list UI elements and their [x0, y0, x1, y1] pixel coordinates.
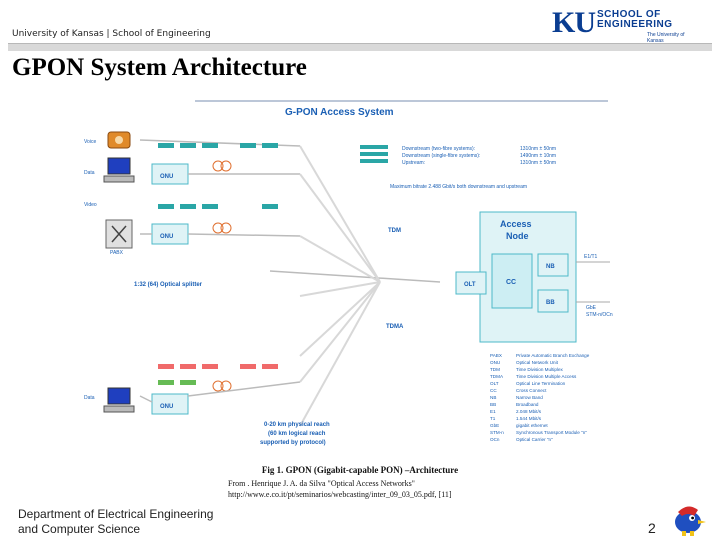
header-breadcrumb: University of Kansas | School of Enginee… — [12, 29, 211, 39]
legend-desc: Cross Connect — [516, 388, 547, 393]
source-line-2: http://www.e.co.it/pt/seminarios/webcast… — [228, 490, 452, 499]
cc-box: CC — [491, 253, 533, 309]
legend-abbr: OCn — [490, 437, 500, 442]
abbreviation-legend: PABX Private Automatic Branch Exchange ON… — [490, 353, 590, 442]
reach-label-2: (60 km logical reach — [268, 431, 326, 437]
logo-line-1: SCHOOL OF — [597, 9, 661, 20]
legend-abbr: TDM — [490, 367, 500, 372]
legend-abbr: PABX — [490, 353, 502, 358]
computer-icon — [103, 157, 135, 183]
logo-mark: KU — [552, 6, 596, 39]
legend-desc: Optical Line Termination — [516, 381, 566, 386]
header-divider — [8, 43, 712, 51]
legend-abbr: BB — [490, 402, 496, 407]
client-label-video: Video — [84, 202, 97, 208]
telephone-icon — [107, 131, 131, 149]
wavelength-name-1: Downstream (two-fibre systems): — [402, 146, 475, 152]
client-label-voice: Voice — [84, 139, 96, 145]
olt-box: OLT — [455, 271, 487, 295]
access-node-label-2: Node — [506, 231, 529, 241]
wavelength-panel: Downstream (two-fibre systems): Downstre… — [360, 145, 556, 190]
tdma-label: TDMA — [386, 324, 404, 330]
onu-label-2: ONU — [160, 234, 173, 240]
bitrate-note: Maximum bitrate 2.488 Gbit/s both downst… — [390, 184, 527, 190]
legend-abbr: ONU — [490, 360, 500, 365]
green-markers — [158, 380, 196, 385]
jayhawk-mascot-icon — [675, 506, 706, 536]
footer-line-2: and Computer Science — [18, 522, 141, 536]
legend-abbr: STM-n — [490, 430, 504, 435]
tdm-label: TDM — [388, 228, 401, 234]
slide-title: GPON System Architecture — [12, 54, 307, 81]
onu-box-2: ONU — [151, 223, 189, 245]
upstream-markers — [158, 364, 278, 369]
gbe-label-1: GbE — [586, 305, 597, 311]
splitter-fan — [299, 145, 381, 427]
reach-label-3: supported by protocol) — [260, 440, 326, 446]
figure-caption: Fig 1. GPON (Gigabit-capable PON) –Archi… — [261, 465, 459, 475]
legend-desc: Synchronous Transport Module "n" — [516, 430, 587, 435]
ku-engineering-logo: KU SCHOOL OF ENGINEERING The University … — [552, 6, 702, 44]
legend-abbr: CC — [490, 388, 497, 393]
wavelength-name-2: Downstream (single-fibre systems): — [402, 153, 480, 159]
pabx-icon — [105, 219, 133, 249]
source-line-1: From . Henrique J. A. da Silva "Optical … — [228, 479, 415, 488]
figure-source: From . Henrique J. A. da Silva "Optical … — [228, 478, 452, 500]
footer-line-1: Department of Electrical Engineering — [18, 507, 214, 521]
olt-label: OLT — [464, 282, 476, 288]
legend-desc: Time Division Multiplex — [516, 367, 564, 372]
bb-box: BB — [537, 289, 569, 313]
page-number: 2 — [648, 520, 656, 536]
wavelength-name-3: Upstream: — [402, 160, 425, 166]
logo-line-3: The University of Kansas — [647, 32, 685, 44]
bb-label: BB — [546, 300, 555, 306]
legend-desc: Time Division Multiple Access — [516, 374, 577, 379]
legend-desc: Narrow Band — [516, 395, 543, 400]
legend-abbr: NB — [490, 395, 496, 400]
access-node-label-1: Access — [500, 219, 532, 229]
onu-box: ONU — [151, 163, 189, 185]
legend-desc: 1.544 Mbit/s — [516, 416, 542, 421]
legend-abbr: GbE — [490, 423, 499, 428]
legend-desc: gigabit ethernet — [516, 423, 548, 428]
onu-box-3: ONU — [151, 393, 189, 415]
diagram-title: G-PON Access System — [285, 107, 394, 118]
splitter-label: 1:32 (64) Optical splitter — [134, 282, 203, 288]
nb-label: NB — [546, 264, 555, 270]
gbe-label-2: STM-n/OCn — [586, 312, 613, 318]
computer-icon-2 — [103, 387, 135, 413]
client-label-data-2: Data — [84, 395, 95, 401]
legend-abbr: E1 — [490, 409, 496, 414]
client-label-data: Data — [84, 170, 95, 176]
cc-label: CC — [506, 279, 516, 286]
legend-desc: Private Automatic Branch Exchange — [516, 353, 590, 358]
client-label-pabx: PABX — [110, 250, 124, 256]
legend-desc: 2.048 Mbit/s — [516, 409, 542, 414]
legend-abbr: TDMA — [490, 374, 504, 379]
onu-label-3: ONU — [160, 404, 173, 410]
logo-line-2: ENGINEERING — [597, 19, 673, 30]
legend-abbr: OLT — [490, 381, 499, 386]
wavelength-value-1: 1310nm ± 50nm — [520, 146, 556, 152]
footer-department: Department of Electrical Engineering and… — [18, 507, 213, 537]
legend-desc: Broadband — [516, 402, 539, 407]
nb-box: NB — [537, 253, 569, 277]
wavelength-value-3: 1310nm ± 50nm — [520, 160, 556, 166]
onu-label: ONU — [160, 174, 173, 180]
legend-desc: Optical Network Unit — [516, 360, 559, 365]
e1t1-label: E1/T1 — [584, 254, 598, 260]
wavelength-value-2: 1490nm ± 10nm — [520, 153, 556, 159]
reach-label-1: 0-20 km physical reach — [264, 422, 330, 428]
downstream-markers — [158, 143, 278, 209]
legend-desc: Optical Carrier "n" — [516, 437, 553, 442]
legend-abbr: T1 — [490, 416, 496, 421]
gpon-diagram: G-PON Access System Downstream (two-fibr… — [80, 96, 628, 460]
